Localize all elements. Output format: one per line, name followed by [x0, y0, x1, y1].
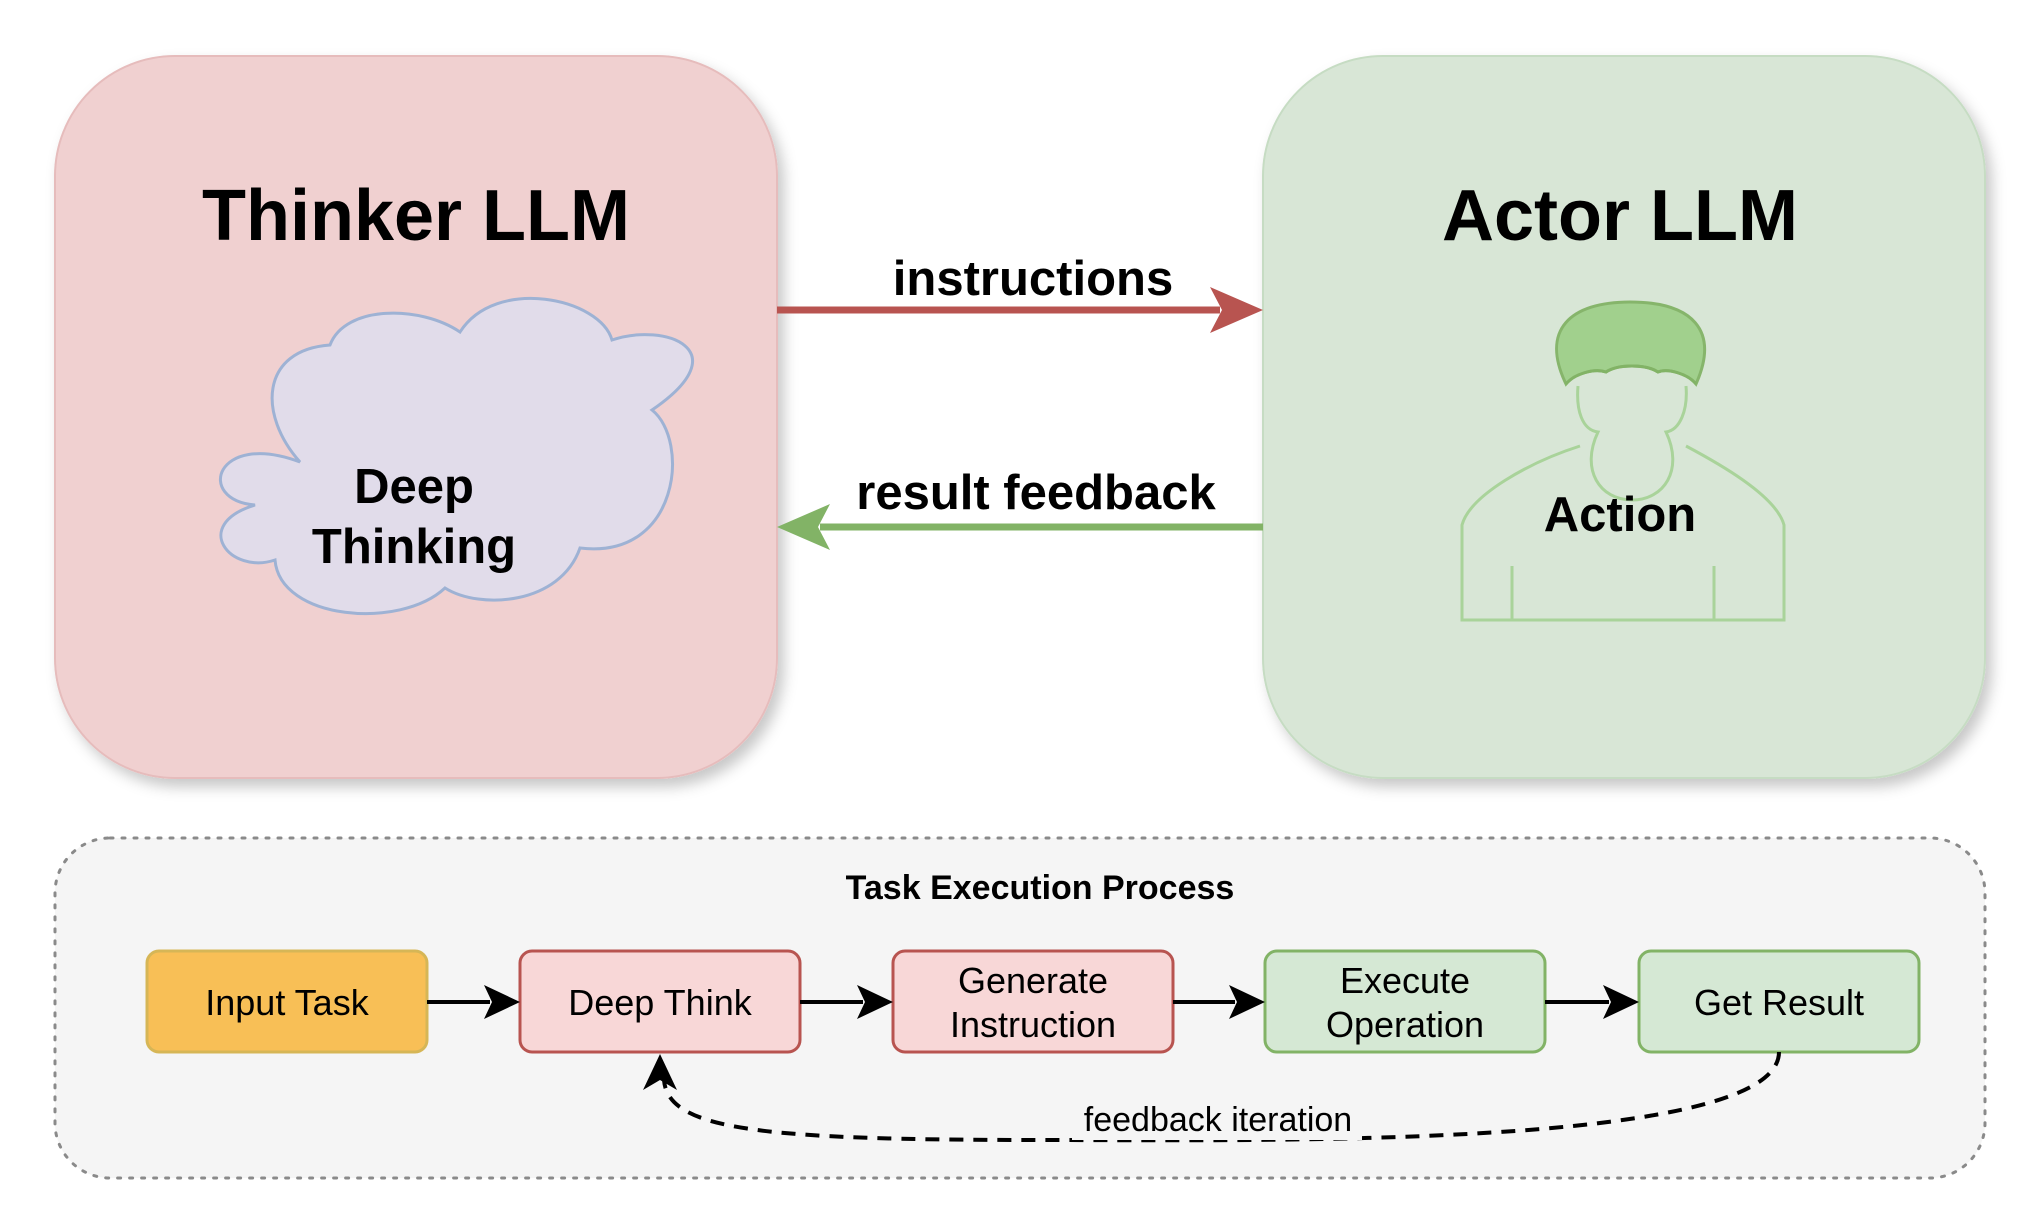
instructions-arrow: [777, 287, 1263, 333]
result-feedback-arrow: [777, 504, 1263, 550]
thinker-title: Thinker LLM: [202, 176, 630, 256]
step-generate-instruction-line2: Instruction: [950, 1004, 1116, 1045]
actor-box: [1262, 55, 1986, 779]
step-execute-operation-line2: Operation: [1326, 1004, 1484, 1045]
actor-panel: Actor LLM Action: [1262, 55, 1986, 779]
cloud-label-line2: Thinking: [312, 520, 516, 574]
step-generate-instruction-line1: Generate: [958, 960, 1108, 1001]
cloud-label-line1: Deep: [354, 460, 474, 514]
result-feedback-label: result feedback: [856, 466, 1216, 520]
task-execution-process: Task Execution Process Input Task Deep T…: [53, 836, 1987, 1180]
step-execute-operation-line1: Execute: [1340, 960, 1470, 1001]
step-connectors: [427, 985, 1639, 1019]
loop-label-bg: [1072, 1098, 1362, 1140]
step-input-task-label: Input Task: [205, 982, 369, 1023]
actor-title: Actor LLM: [1442, 176, 1798, 256]
action-label: Action: [1544, 488, 1696, 542]
step-get-result-label: Get Result: [1694, 982, 1864, 1023]
process-title: Task Execution Process: [846, 869, 1235, 907]
person-icon: [1460, 300, 1786, 622]
thought-cloud-icon: [218, 297, 694, 615]
feedback-iteration-label: feedback iteration: [1084, 1101, 1352, 1139]
thinker-panel: Thinker LLM Deep Thinking: [54, 55, 778, 779]
step-deep-think-label: Deep Think: [568, 982, 752, 1023]
feedback-iteration-arrow: [643, 1051, 1781, 1143]
instructions-label: instructions: [893, 252, 1173, 306]
